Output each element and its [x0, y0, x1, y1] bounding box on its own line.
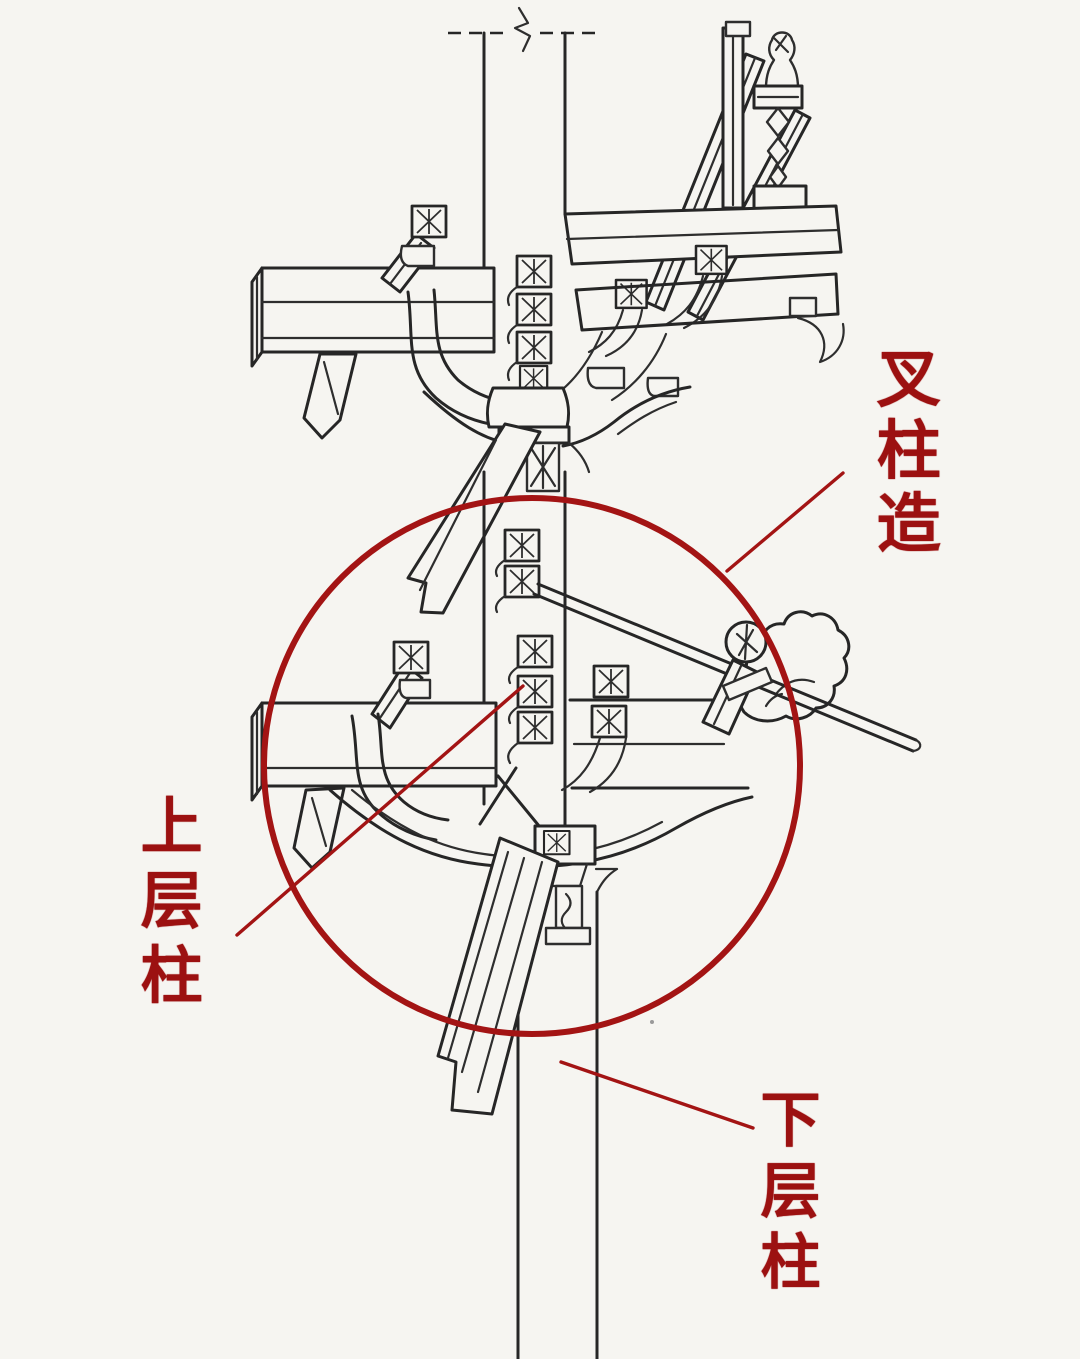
lower-left-beam: [250, 640, 498, 870]
descending-rafter-board: [436, 836, 560, 1116]
label-shangcengzhu: 上层柱: [140, 790, 203, 1012]
upper-storey-column-shaft: [482, 470, 567, 814]
diagonal-pole: [532, 582, 922, 753]
leader-line-shangcengzhu: [235, 684, 525, 937]
highlight-circle: [261, 495, 803, 1037]
diamond-ornaments: [765, 106, 791, 190]
upper-column-shaft: [482, 31, 567, 270]
leader-line-xiacengzhu: [559, 1060, 755, 1130]
upper-ludou-bell: [422, 385, 692, 493]
label-xiacengzhu: 下层柱: [760, 1086, 821, 1298]
leader-line-chazhuzao: [725, 471, 845, 573]
upper-left-beam: [250, 204, 506, 440]
upper-tier-platform: [552, 204, 845, 402]
top-break-mark: [448, 6, 600, 53]
round-end-ang: [701, 620, 774, 736]
paper-speck: [650, 1020, 654, 1024]
upper-rafter-assembly: [644, 20, 812, 322]
label-chazhuzao: 叉柱造: [876, 342, 941, 562]
upper-ang-board: [406, 422, 542, 615]
finial-knob: [764, 31, 800, 90]
upper-center-dou-stack: [506, 254, 553, 392]
